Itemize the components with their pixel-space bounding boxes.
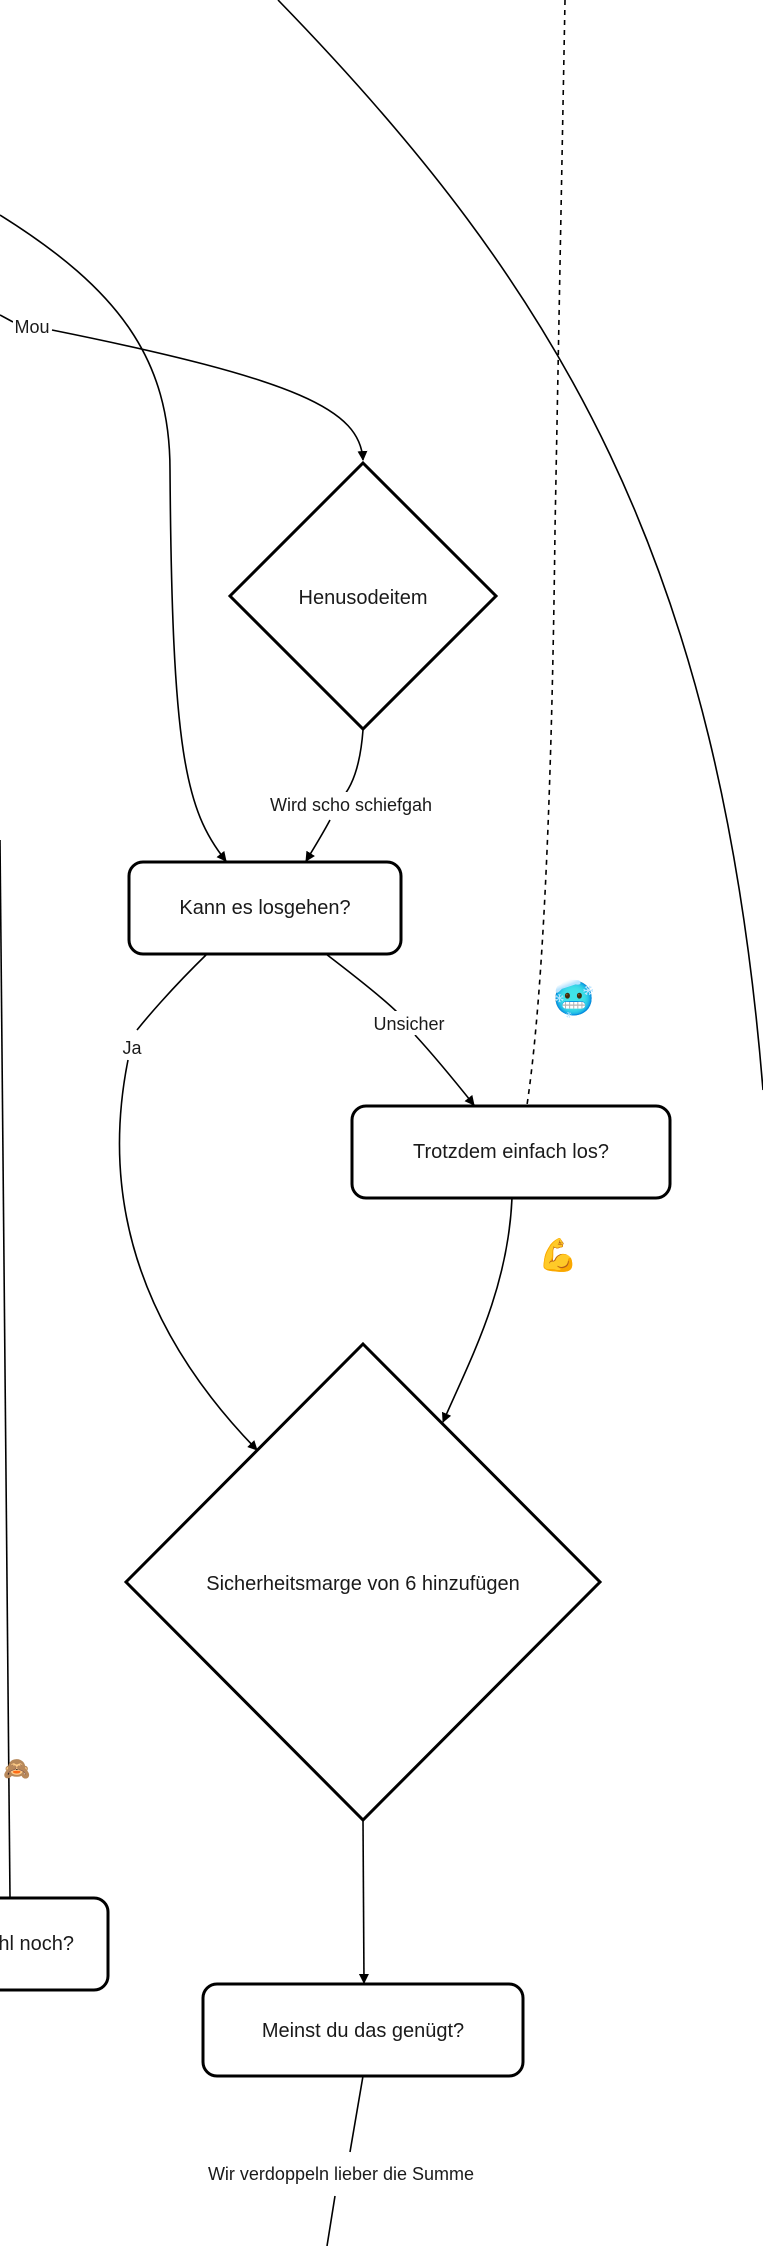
edge-label-unsicher: Unsicher (371, 1011, 449, 1035)
node-partial-left[interactable]: hl noch? (0, 1896, 110, 1992)
edge-label-ja: Ja (118, 1035, 146, 1059)
edge-kann-to-sicherheit (118, 953, 257, 1450)
edge-meinst-down (326, 2075, 364, 2246)
edge-dashed-top (526, 0, 566, 1106)
node-partial-left-label: hl noch? (0, 1933, 74, 1955)
node-henusodeitem[interactable]: Henusodeitem (227, 460, 499, 732)
edge-sicherheit-to-meinst (358, 1819, 369, 1984)
emojis: 🥶 💪 🙈 (3, 978, 595, 1781)
node-sicherheitsmarge-label: Sicherheitsmarge von 6 hinzufügen (206, 1573, 520, 1595)
edge-label-wird-scho-schiefgah-text: Wird scho schiefgah (270, 795, 432, 815)
edge-label-wir-verdoppeln: Wir verdoppeln lieber die Summe (200, 2162, 480, 2188)
edge-right-arc (277, 0, 763, 1091)
edge-topleft-to-kann (0, 214, 227, 862)
flexed-biceps-icon: 💪 (538, 1237, 578, 1273)
cold-face-icon: 🥶 (553, 978, 595, 1019)
node-kann-es-losgehen-label: Kann es losgehen? (179, 897, 350, 919)
node-trotzdem-einfach-los[interactable]: Trotzdem einfach los? (350, 1104, 672, 1200)
edge-label-ja-text: Ja (122, 1038, 142, 1058)
edge-label-mou-text: Mou (14, 317, 49, 337)
nodes: Henusodeitem Kann es losgehen? Trotzdem … (0, 460, 672, 2078)
edge-label-unsicher-text: Unsicher (373, 1014, 444, 1034)
edge-kann-to-trotzdem (325, 953, 474, 1105)
node-meinst-du-label: Meinst du das genügt? (262, 2020, 464, 2042)
node-meinst-du[interactable]: Meinst du das genügt? (201, 1982, 525, 2078)
see-no-evil-monkey-icon: 🙈 (3, 1756, 30, 1781)
edge-label-mou: Mou (13, 314, 51, 338)
edge-trotzdem-to-sicherheit (442, 1197, 513, 1423)
node-kann-es-losgehen[interactable]: Kann es losgehen? (127, 860, 403, 956)
node-henusodeitem-label: Henusodeitem (299, 587, 428, 609)
edge-mou (0, 314, 363, 460)
edge-labels: Mou Wird scho schiefgah Ja Unsicher Wir … (13, 314, 480, 2188)
edge-label-wir-verdoppeln-text: Wir verdoppeln lieber die Summe (208, 2164, 474, 2184)
edge-left-vertical (0, 839, 11, 1899)
edge-label-wird-scho-schiefgah: Wird scho schiefgah (266, 792, 436, 816)
node-sicherheitsmarge[interactable]: Sicherheitsmarge von 6 hinzufügen (123, 1341, 603, 1823)
node-trotzdem-einfach-los-label: Trotzdem einfach los? (413, 1141, 609, 1163)
